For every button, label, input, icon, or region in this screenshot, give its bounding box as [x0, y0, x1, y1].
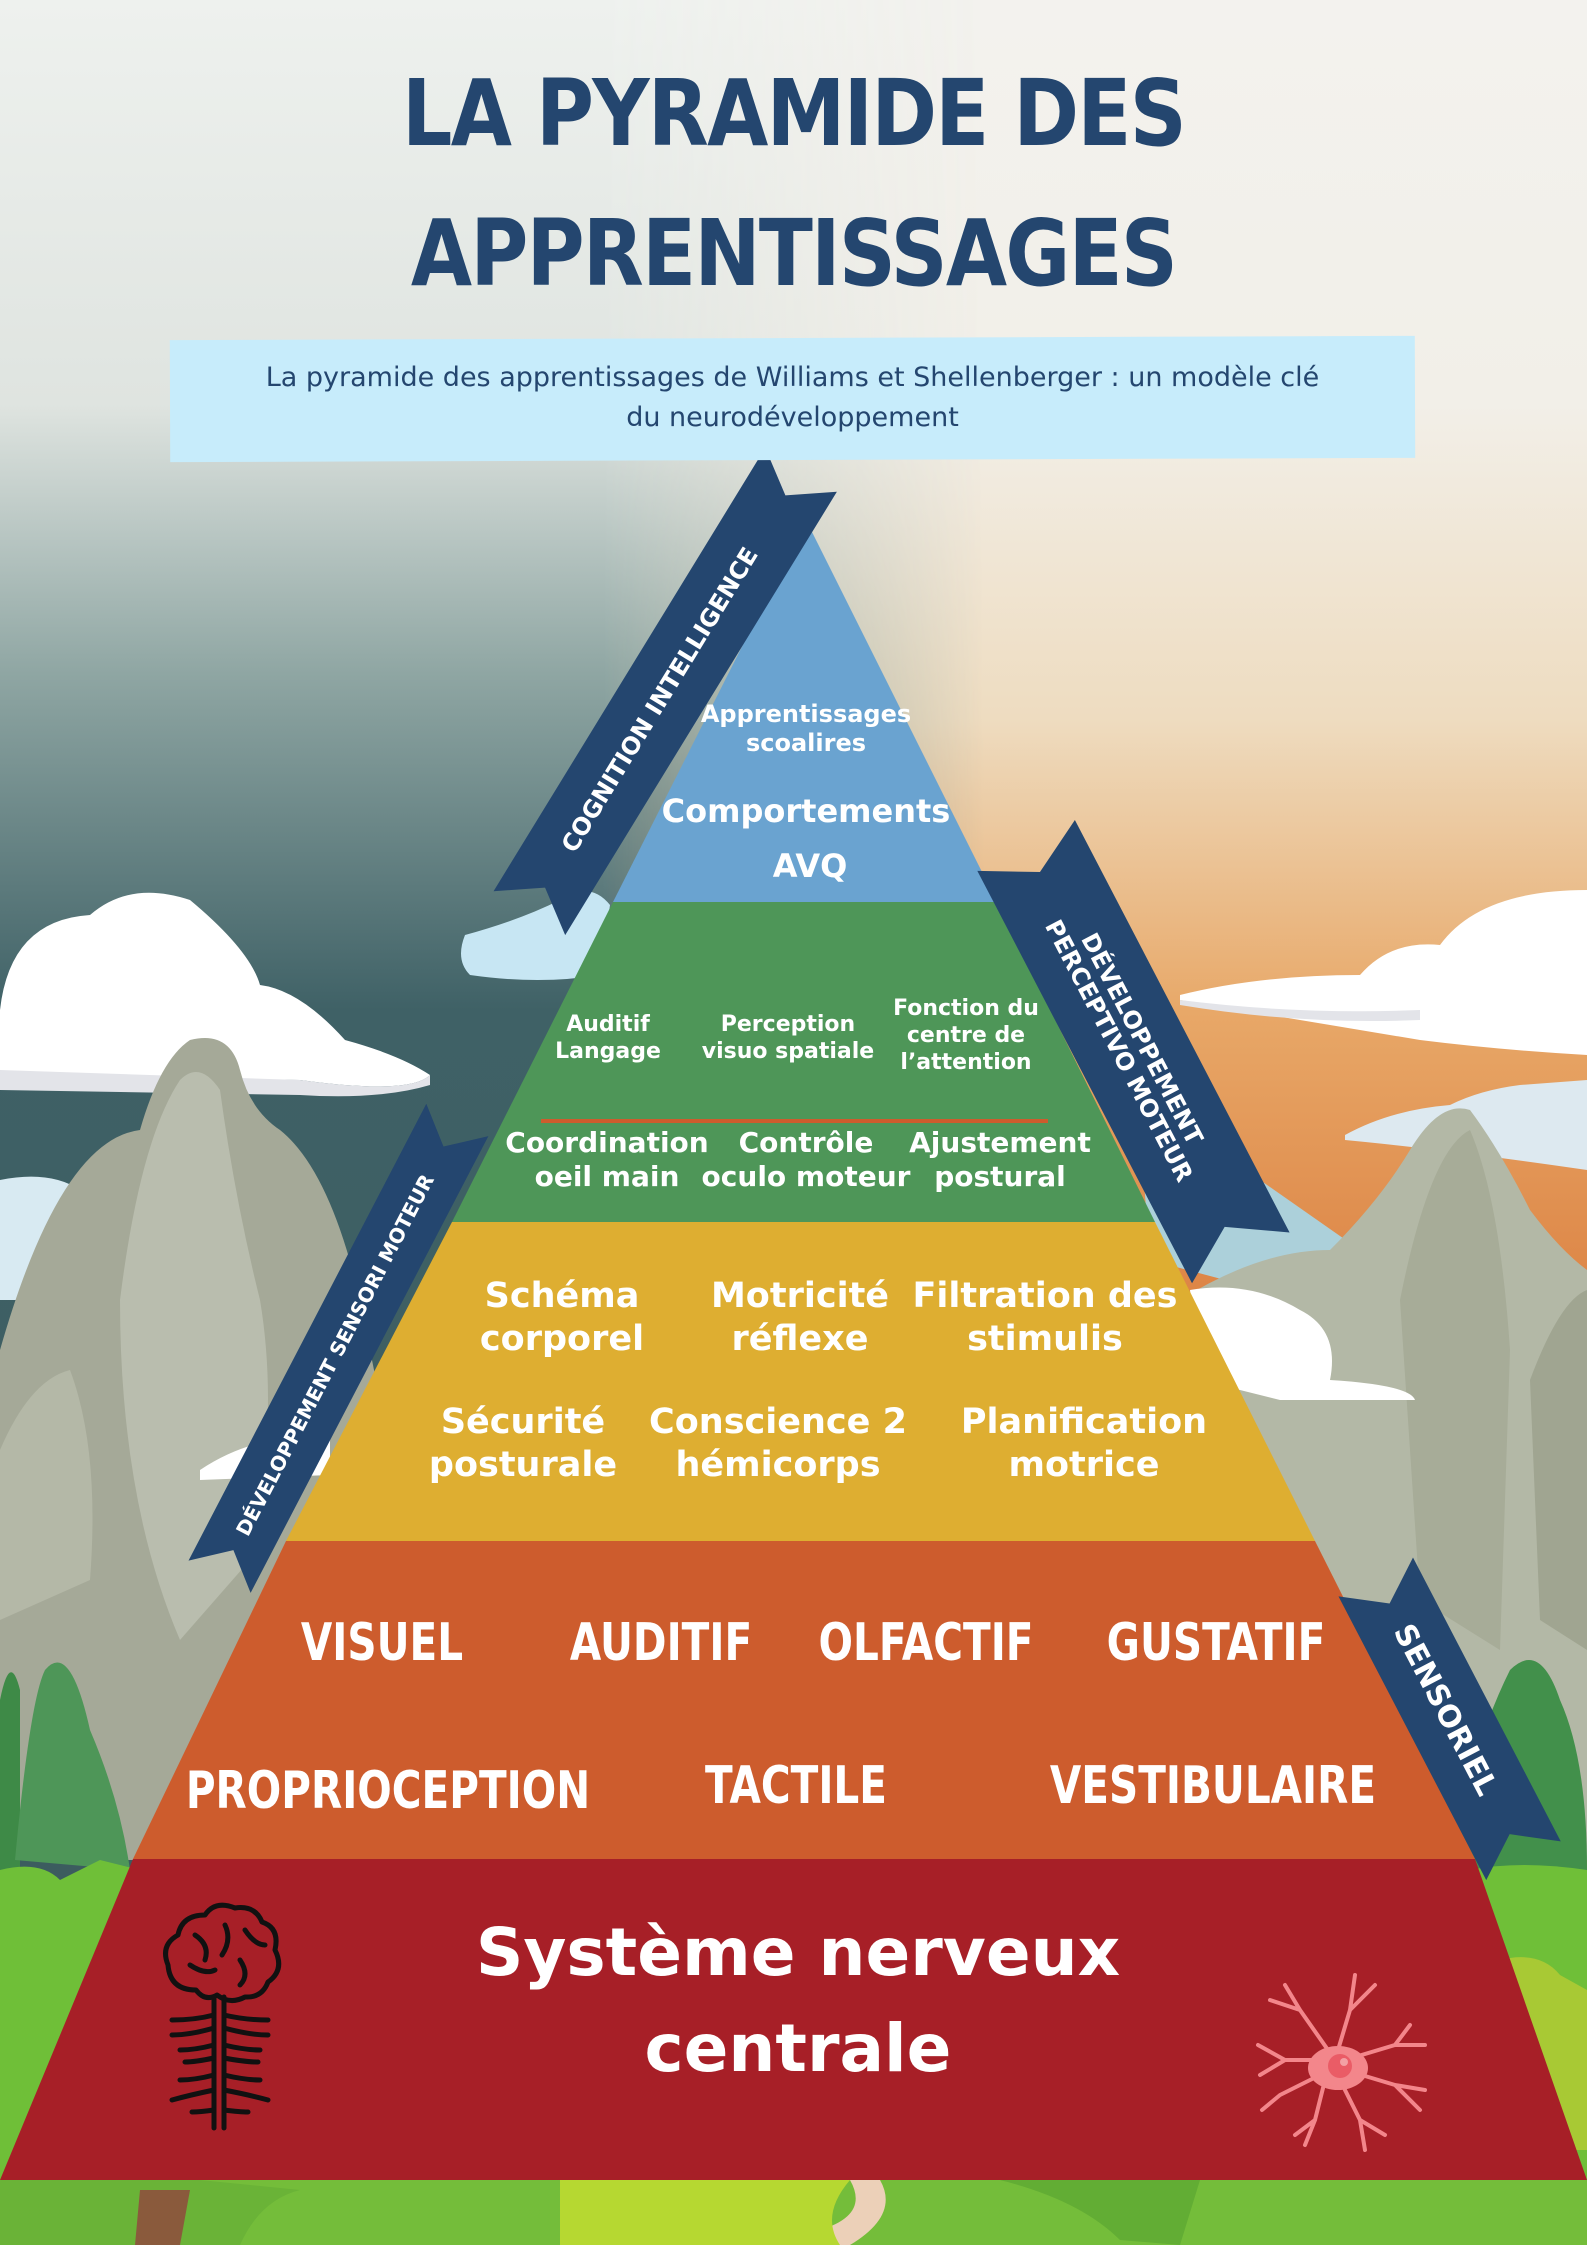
pyramid-level-cognition [613, 520, 997, 902]
pyramid-level-perceptivo [452, 902, 1155, 1222]
label-apprentissages-scolaires: Apprentissages scoalires [701, 700, 911, 759]
label-line: Planification [960, 1402, 1208, 1442]
label-olfactif: OLFACTIF [818, 1613, 1034, 1673]
label-line: Apprentissages [700, 700, 912, 728]
label-tactile: TACTILE [705, 1756, 887, 1816]
page-title-line-1: LA PYRAMIDE DES [401, 60, 1187, 167]
label-controle-oculo-moteur: Contrôle oculo moteur [702, 1126, 911, 1194]
label-vestibulaire: VESTIBULAIRE [1049, 1756, 1377, 1816]
label-line: scoalires [745, 729, 867, 758]
label-comportements: Comportements [661, 792, 951, 830]
label-ajustement-postural: Ajustement postural [909, 1126, 1091, 1194]
label-auditif-langage: Auditif Langage [555, 1012, 661, 1066]
page-title-line-2: APPRENTISSAGES [410, 200, 1178, 307]
label-line: Auditif [566, 1012, 650, 1037]
label-systeme-nerveux-central: Système nerveux centrale [476, 1905, 1120, 2096]
label-perception-visuo-spatiale: Perception visuo spatiale [702, 1012, 874, 1066]
pyramid-level-snc [0, 1859, 1587, 2180]
label-line: corporel [479, 1318, 645, 1359]
label-line: Perception [720, 1012, 856, 1037]
label-line: Contrôle [738, 1126, 874, 1159]
label-securite-posturale: Sécurité posturale [429, 1401, 617, 1486]
label-line: Coordination [505, 1126, 709, 1159]
neuron-icon [1256, 1973, 1427, 2152]
label-line: centre de [906, 1022, 1026, 1048]
label-schema-corporel: Schéma corporel [480, 1275, 644, 1360]
subtitle-line-1: La pyramide des apprentissages de Willia… [265, 362, 1320, 393]
ribbon-sensorimoteur [188, 1103, 489, 1593]
label-line: posturale [428, 1444, 618, 1485]
label-conscience-hemicorps: Conscience 2 hémicorps [649, 1401, 907, 1486]
label-line: Schéma [484, 1276, 640, 1316]
label-motricite-reflexe: Motricité réflexe [711, 1275, 889, 1360]
label-line: postural [934, 1160, 1066, 1194]
label-line: Langage [555, 1038, 661, 1064]
pyramid-level-sensorimoteur [286, 1222, 1315, 1541]
label-line: motrice [1008, 1444, 1160, 1485]
label-filtration-stimulis: Filtration des stimulis [912, 1275, 1177, 1360]
label-line: Conscience 2 [649, 1402, 907, 1442]
label-line: visuo spatiale [701, 1038, 875, 1064]
label-line: centrale [644, 2009, 952, 2087]
ribbon-perceptivo [977, 820, 1290, 1284]
mountain-right [1180, 1108, 1587, 1860]
label-line: Motricité [710, 1276, 890, 1316]
brain-spinal-cord-icon [163, 1902, 282, 2131]
cloud-mid-right [1190, 1287, 1415, 1400]
label-avq: AVQ [772, 847, 848, 885]
ribbon-cognition [493, 447, 837, 936]
label-line: Filtration des [912, 1276, 1178, 1316]
label-fonction-attention: Fonction du centre de l’attention [893, 996, 1039, 1076]
label-planification-motrice: Planification motrice [961, 1401, 1207, 1486]
subtitle-box [169, 335, 1416, 463]
label-line: oculo moteur [701, 1160, 911, 1194]
label-line: Fonction du [893, 996, 1039, 1021]
label-coordination-oeil-main: Coordination oeil main [505, 1126, 708, 1194]
label-line: Système nerveux [475, 1914, 1121, 1991]
label-visuel: VISUEL [300, 1613, 464, 1673]
label-line: Ajustement [909, 1126, 1091, 1159]
label-auditif: AUDITIF [569, 1613, 753, 1673]
label-line: Sécurité [440, 1402, 606, 1442]
label-line: réflexe [731, 1318, 869, 1359]
label-gustatif: GUSTATIF [1106, 1613, 1326, 1673]
label-line: oeil main [534, 1160, 680, 1194]
label-line: stimulis [967, 1318, 1123, 1359]
label-line: l’attention [900, 1049, 1032, 1075]
ribbon-sensoriel [1338, 1557, 1561, 1881]
cloud-right [1180, 890, 1587, 1055]
trees-left [0, 1662, 130, 1870]
subtitle-line-2: du neurodéveloppement [626, 402, 959, 433]
pyramid-level-sensoriel [133, 1541, 1475, 1859]
label-proprioception: PROPRIOCEPTION [185, 1761, 591, 1821]
label-line: hémicorps [675, 1444, 881, 1485]
